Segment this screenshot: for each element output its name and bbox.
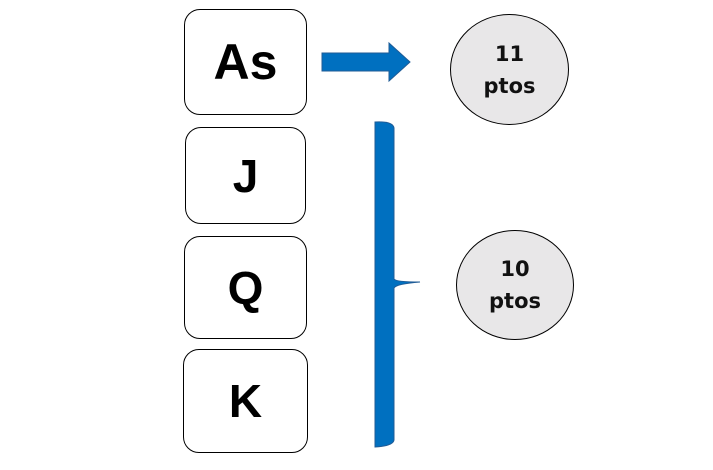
points-unit-faces: ptos <box>489 289 541 313</box>
card-king-label: K <box>228 375 263 427</box>
points-circle-faces: 10 ptos <box>456 230 574 340</box>
points-value-faces: 10 <box>500 257 530 281</box>
points-circle-ace: 11 ptos <box>450 14 569 125</box>
card-ace-label: As <box>213 34 278 90</box>
card-queen-label: Q <box>227 261 264 314</box>
card-king: K <box>183 349 308 453</box>
right-arrow-icon <box>321 41 411 83</box>
card-ace: As <box>184 9 307 115</box>
points-value-ace: 11 <box>494 41 525 66</box>
card-queen: Q <box>184 236 307 339</box>
right-brace-icon <box>374 121 421 448</box>
card-jack: J <box>185 127 306 224</box>
card-jack-label: J <box>232 149 259 202</box>
points-unit-ace: ptos <box>483 73 536 98</box>
